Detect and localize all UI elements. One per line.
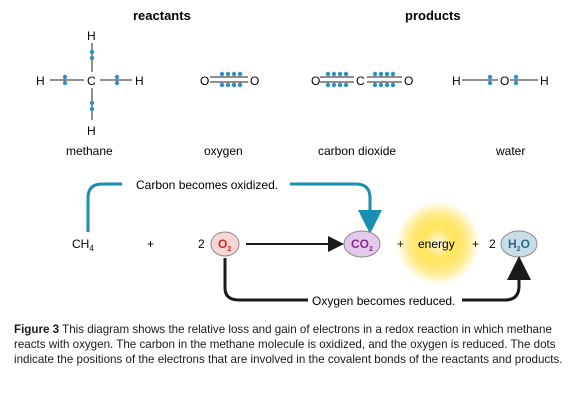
carbon-dioxide-structure: O C O [311, 71, 413, 88]
eq-coef-h2o: 2 [489, 237, 496, 251]
oxygen-o-right: O [250, 74, 259, 88]
methane-c: C [87, 74, 96, 88]
eq-ch4: CH4 [72, 237, 94, 253]
oxygen-structure: O O [200, 71, 259, 88]
co2-bubble [343, 230, 381, 258]
figure-caption-text: This diagram shows the relative loss and… [14, 323, 563, 366]
co2-o-left: O [311, 74, 320, 88]
reduction-arrow-right [462, 256, 531, 302]
methane-h-top: H [87, 29, 96, 43]
energy-glow [396, 201, 480, 285]
oxidation-arrow-right [290, 182, 382, 234]
water-electron-dots [487, 74, 519, 86]
carbon-dioxide-label: carbon dioxide [318, 144, 396, 158]
methane-h-left: H [36, 74, 45, 88]
figure-caption: Figure 3 This diagram shows the relative… [14, 322, 574, 367]
h2o-bubble [500, 230, 538, 258]
methane-electron-dots [62, 49, 120, 112]
co2-c: C [356, 74, 365, 88]
water-label: water [495, 144, 525, 158]
water-h-left: H [452, 74, 461, 88]
water-o: O [500, 74, 509, 88]
o2-bubble [210, 231, 240, 257]
figure-label: Figure 3 [14, 323, 60, 336]
co2-electron-dots [325, 71, 396, 88]
reduction-arrow-left [223, 258, 308, 302]
eq-o2: O2 [218, 237, 231, 253]
co2-o-right: O [404, 74, 413, 88]
reduction-label: Oxygen becomes reduced. [312, 294, 455, 308]
products-header: products [405, 8, 461, 23]
methane-label: methane [66, 144, 113, 158]
eq-energy: energy [418, 237, 455, 251]
eq-h2o: H2O [508, 237, 530, 253]
water-h-right: H [540, 74, 549, 88]
methane-structure: H H H H C [36, 29, 144, 138]
redox-diagram: reactants products H H H H C methane O O [36, 8, 549, 308]
water-structure: H O H [452, 74, 549, 88]
oxidation-label: Carbon becomes oxidized. [136, 178, 278, 192]
methane-h-right: H [135, 74, 144, 88]
reactants-header: reactants [133, 8, 191, 23]
oxygen-o-left: O [200, 74, 209, 88]
oxygen-electron-dots [219, 71, 243, 88]
eq-plus-3: + [472, 237, 479, 251]
eq-plus-1: + [147, 237, 154, 251]
methane-h-bottom: H [87, 124, 96, 138]
eq-co2: CO2 [351, 237, 373, 253]
eq-coef-o2: 2 [198, 237, 205, 251]
oxygen-label: oxygen [204, 144, 243, 158]
oxidation-arrow-left [86, 182, 122, 232]
